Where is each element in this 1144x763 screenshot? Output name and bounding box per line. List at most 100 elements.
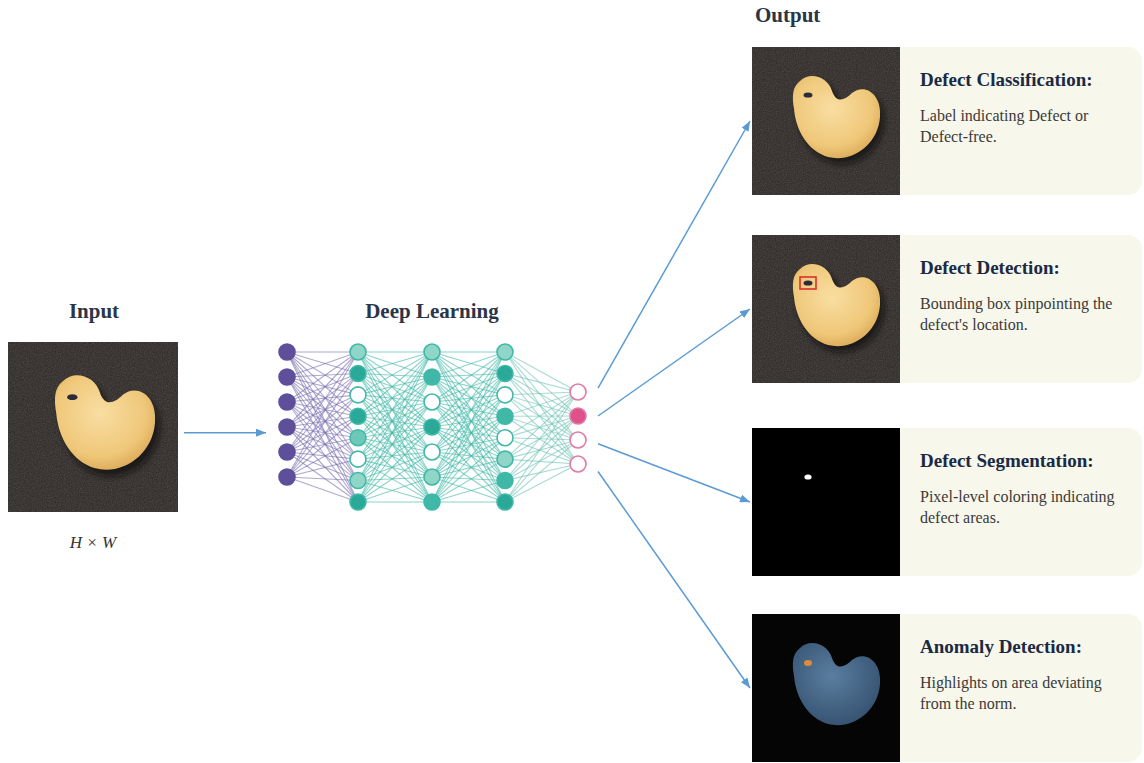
panel-description: Highlights on area deviating from the no… xyxy=(920,673,1130,715)
neuron xyxy=(279,469,295,485)
network-wire xyxy=(358,402,432,502)
neuron xyxy=(279,444,295,460)
network-wire xyxy=(505,373,578,416)
network-wire xyxy=(358,477,432,502)
neuron xyxy=(424,469,440,485)
network-wire xyxy=(432,351,505,352)
neuron xyxy=(497,344,513,360)
panel-description: Bounding box pinpointing the defect's lo… xyxy=(920,294,1130,336)
network-wire xyxy=(287,477,358,502)
network-wire xyxy=(505,392,578,438)
network-wire xyxy=(358,352,432,416)
network-wire xyxy=(358,352,432,459)
network-wire xyxy=(287,373,358,427)
network-wire xyxy=(287,352,358,452)
network-wire xyxy=(432,438,505,502)
network-wire xyxy=(432,352,505,502)
arrow-connector xyxy=(598,121,750,388)
network-wire xyxy=(432,452,505,481)
network-wire xyxy=(287,438,358,477)
panel-description: Label indicating Defect or Defect-free. xyxy=(920,106,1130,148)
network-wire xyxy=(287,352,358,377)
neuron xyxy=(350,494,366,510)
neuron xyxy=(350,365,366,381)
panel-heading: Defect Segmentation: xyxy=(920,450,1130,473)
input-image-box: Input xyxy=(6,295,182,517)
network-wire xyxy=(432,352,505,481)
network-wire xyxy=(432,373,505,502)
network-wire xyxy=(358,452,432,481)
neuron xyxy=(497,473,513,489)
output-panel: Anomaly Detection: Highlights on area dev… xyxy=(752,614,1142,762)
section-title: Output xyxy=(755,3,955,28)
neuron xyxy=(570,384,586,400)
network-wire xyxy=(287,352,358,481)
network-wire xyxy=(505,416,578,464)
network-wire xyxy=(358,501,432,502)
network-wire xyxy=(358,373,432,502)
arrow-connector xyxy=(598,309,750,416)
neuron xyxy=(279,369,295,385)
network-wire xyxy=(358,427,432,481)
arrow-connector xyxy=(598,471,750,688)
neuron xyxy=(424,444,440,460)
section-title: Deep Learning xyxy=(268,299,596,323)
neuron xyxy=(570,408,586,424)
network-wire xyxy=(287,416,358,477)
neuron xyxy=(497,430,513,446)
neuron xyxy=(279,344,295,360)
neuron xyxy=(570,456,586,472)
neuron xyxy=(350,430,366,446)
neuron xyxy=(350,408,366,424)
network-wire xyxy=(287,452,358,481)
network-wire xyxy=(432,416,505,502)
network-wire xyxy=(432,459,505,502)
network-wire xyxy=(358,377,432,459)
neuron xyxy=(424,369,440,385)
network-wire xyxy=(432,501,505,502)
network-wire xyxy=(432,395,505,402)
network-box: Deep Learning xyxy=(268,295,596,517)
output-panel: Defect Segmentation:Pixel-level coloring… xyxy=(752,428,1142,576)
network-wire xyxy=(505,416,578,502)
neuron xyxy=(497,408,513,424)
neuron xyxy=(350,473,366,489)
neuron xyxy=(279,419,295,435)
network-wire xyxy=(287,373,358,452)
network-wire xyxy=(432,373,505,427)
network-wire xyxy=(432,352,505,502)
network-wire xyxy=(287,477,358,481)
network-wire xyxy=(358,373,432,402)
network-wire xyxy=(432,459,505,477)
neuron xyxy=(279,394,295,410)
neuron xyxy=(424,394,440,410)
network-wire xyxy=(505,416,578,438)
network-wire xyxy=(287,438,358,452)
network-wire xyxy=(505,464,578,481)
network-wire xyxy=(358,377,432,502)
network-wire xyxy=(287,352,358,402)
neural-network xyxy=(279,344,586,510)
panel-heading: Anomaly Detection: xyxy=(920,636,1130,659)
neuron xyxy=(497,387,513,403)
network-wire xyxy=(432,395,505,477)
network-wire xyxy=(432,352,505,402)
network-wire xyxy=(505,415,578,416)
network-wire xyxy=(432,438,505,477)
network-wire xyxy=(287,352,358,502)
network-wire xyxy=(287,452,358,502)
arrow-connector xyxy=(184,432,266,434)
network-wire xyxy=(505,352,578,440)
neuron xyxy=(350,344,366,360)
neuron xyxy=(497,451,513,467)
neuron xyxy=(350,451,366,467)
network-wire xyxy=(505,352,578,392)
neuron xyxy=(497,365,513,381)
network-wire xyxy=(287,373,358,402)
neuron xyxy=(350,387,366,403)
network-wire xyxy=(287,373,358,477)
network-wire xyxy=(505,416,578,459)
network-wire xyxy=(505,392,578,416)
network-wire xyxy=(432,427,505,481)
